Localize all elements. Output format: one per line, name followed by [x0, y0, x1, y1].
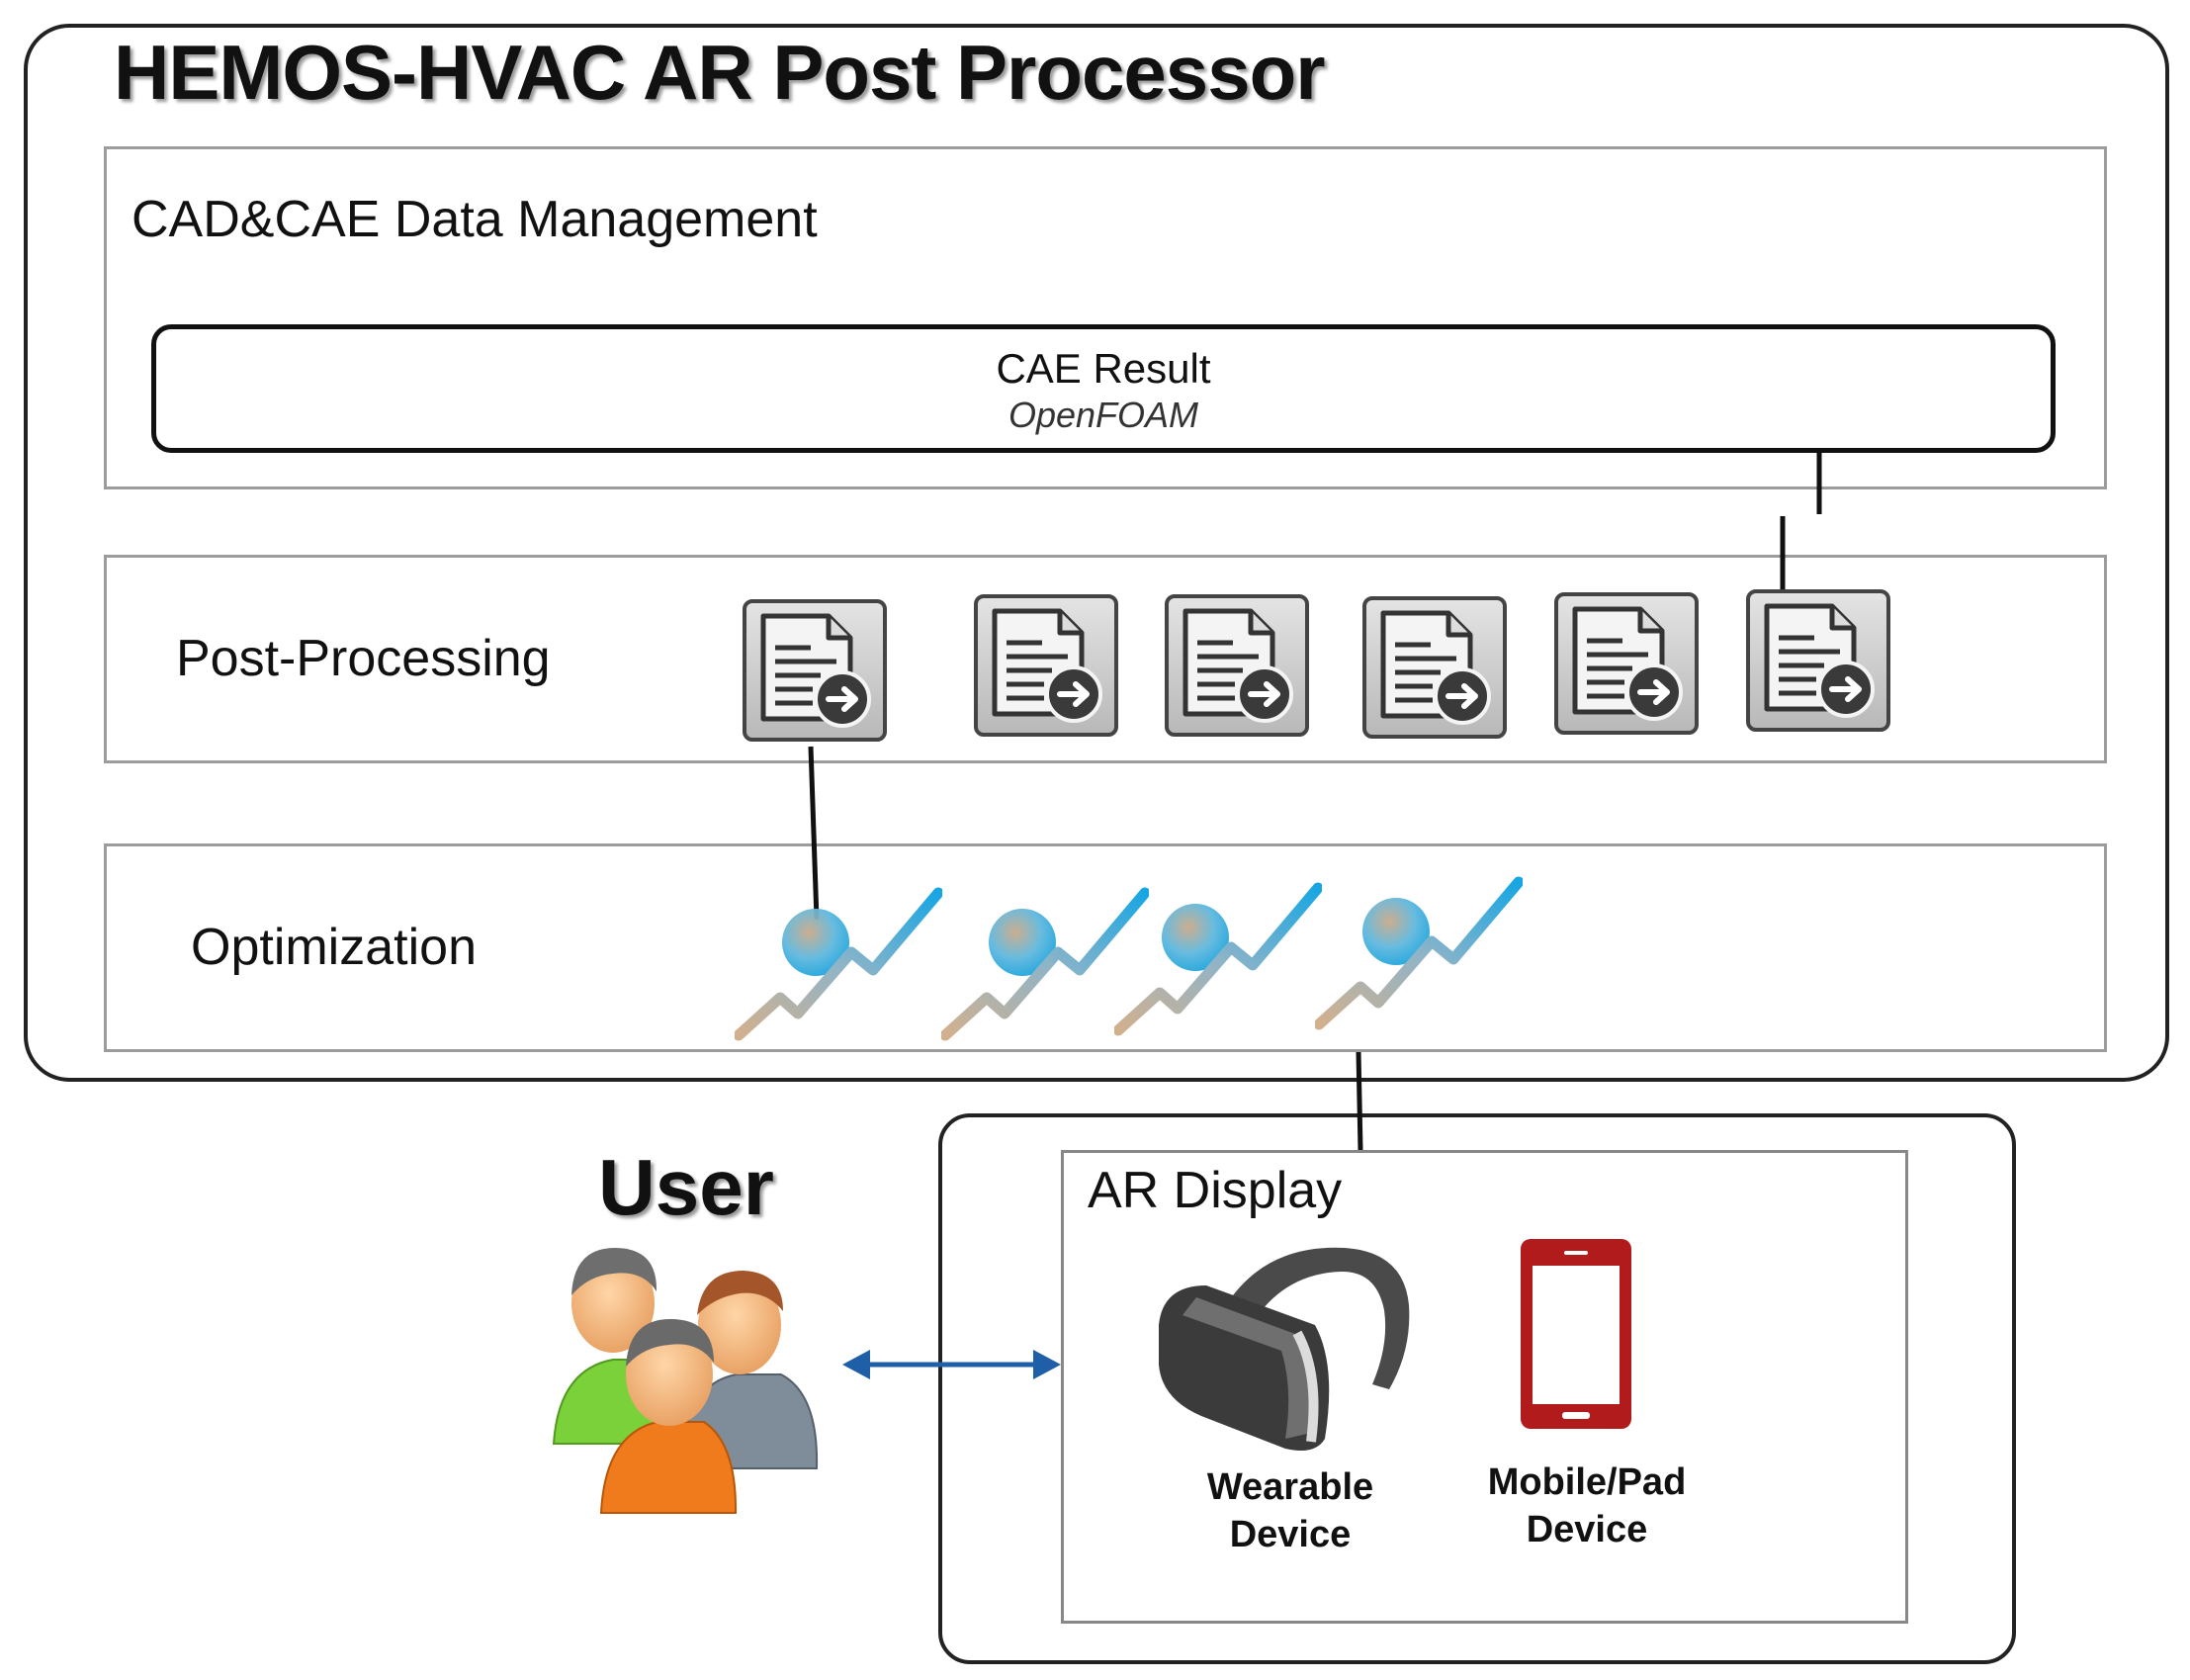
trend-chart-icon [1118, 888, 1318, 1030]
bidirectional-arrow [842, 1350, 1061, 1379]
document-export-icon [976, 596, 1116, 735]
document-export-icon [745, 601, 885, 740]
post-processing-label: Post-Processing [176, 630, 551, 687]
trend-chart-icon [1319, 882, 1519, 1024]
user-group-icon [552, 1248, 819, 1514]
mobile-label-line1: Mobile/Pad [1487, 1461, 1687, 1503]
ar-display-label: AR Display [1088, 1162, 1343, 1219]
wearable-device-label: Wearable Device [1172, 1463, 1409, 1558]
wearable-label-line1: Wearable [1206, 1466, 1374, 1508]
connector-ar-line [1356, 1051, 1363, 1151]
trend-chart-icon [945, 893, 1145, 1035]
document-export-icon [1364, 598, 1505, 737]
cae-result-title: CAE Result [996, 345, 1211, 392]
vr-headset-icon [1159, 1247, 1410, 1452]
document-export-icon [1167, 596, 1307, 735]
cad-cae-label: CAD&CAE Data Management [131, 191, 818, 248]
document-export-icon [1556, 594, 1697, 733]
cae-result-subtitle: OpenFOAM [1007, 395, 1199, 435]
connector-opt-line [808, 746, 820, 921]
mobile-label-line2: Device [1526, 1509, 1648, 1550]
trend-chart-icon [739, 893, 938, 1035]
mobile-device-label: Mobile/Pad Device [1463, 1459, 1710, 1553]
cae-result-box: CAE Result OpenFOAM [151, 324, 2056, 453]
smartphone-icon [1521, 1239, 1631, 1429]
diagram-title: HEMOS-HVAC AR Post Processor [114, 29, 1326, 116]
optimization-label: Optimization [191, 919, 477, 976]
user-label: User [598, 1143, 774, 1231]
wearable-label-line2: Device [1229, 1514, 1352, 1555]
document-export-icon [1748, 591, 1888, 730]
